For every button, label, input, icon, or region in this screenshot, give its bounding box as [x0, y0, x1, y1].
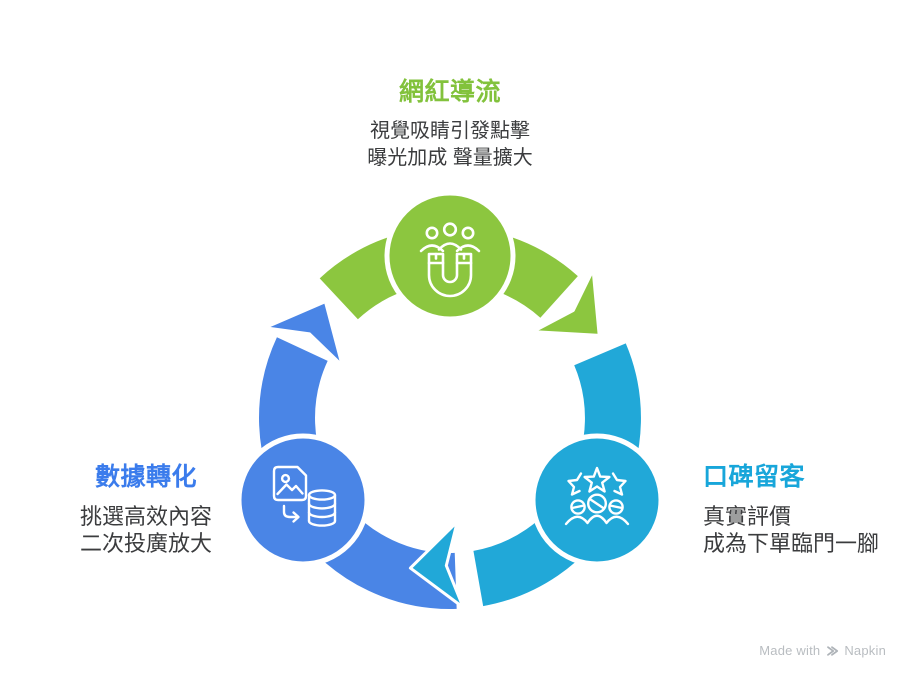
- node-description: 視覺吸睛引發點擊 曝光加成 聲量擴大: [270, 118, 630, 172]
- node-title: 口碑留客: [703, 463, 806, 491]
- node-desc-line: 成為下單臨門一腳: [703, 531, 880, 556]
- node-label-influencer-traffic: 網紅導流 視覺吸睛引發點擊 曝光加成 聲量擴大: [270, 79, 630, 172]
- node-title: 網紅導流: [398, 78, 501, 106]
- watermark: Made with Napkin: [759, 643, 886, 658]
- node-title: 數據轉化: [94, 463, 197, 491]
- node-desc-line: 曝光加成 聲量擴大: [367, 147, 533, 169]
- watermark-brand: Napkin: [844, 643, 886, 658]
- node-label-data-conversion: 數據轉化 挑選高效內容 二次投廣放大: [26, 464, 266, 557]
- node-label-word-of-mouth: 口碑留客 真實評價 成為下單臨門一腳: [703, 464, 912, 557]
- arrowhead-right-to-left: [408, 520, 465, 609]
- node-desc-line: 挑選高效內容: [79, 504, 212, 529]
- node-desc-line: 二次投廣放大: [79, 531, 212, 556]
- node-desc-line: 視覺吸睛引發點擊: [370, 120, 530, 142]
- customer-reviews-icon: [564, 466, 630, 526]
- magnet-audience-icon: [419, 222, 481, 298]
- node-circle-word-of-mouth: [530, 433, 664, 567]
- watermark-prefix: Made with: [759, 643, 821, 658]
- node-circle-influencer-traffic: [384, 190, 516, 322]
- node-description: 真實評價 成為下單臨門一腳: [703, 503, 912, 557]
- node-desc-line: 真實評價: [703, 504, 792, 529]
- node-description: 挑選高效內容 二次投廣放大: [26, 503, 266, 557]
- content-to-database-icon: [272, 465, 337, 527]
- napkin-logo-icon: [827, 645, 839, 656]
- arrowhead-top-to-right: [531, 268, 601, 337]
- arrowhead-left-to-top: [263, 300, 344, 367]
